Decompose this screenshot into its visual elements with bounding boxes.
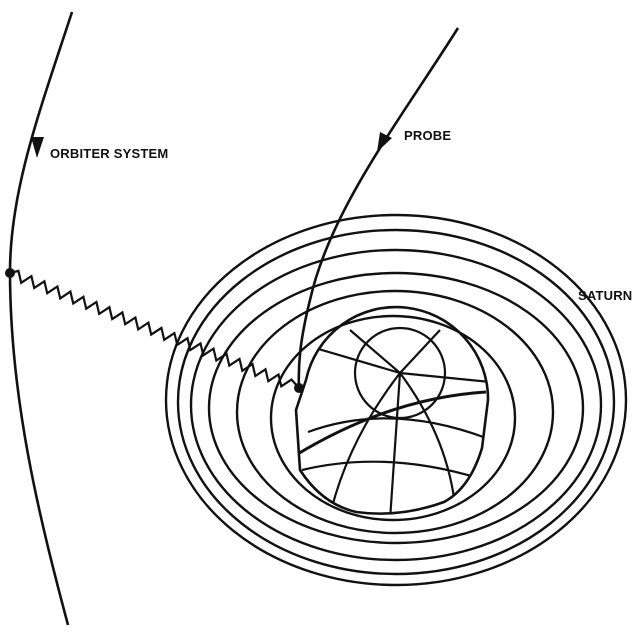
relay-link xyxy=(10,271,299,388)
orbiter-direction-arrow xyxy=(31,137,44,158)
probe-label: PROBE xyxy=(404,128,451,143)
meridian-4 xyxy=(330,373,400,515)
saturn-planet xyxy=(296,307,490,520)
equator-band xyxy=(296,392,486,455)
ring-1 xyxy=(166,215,626,585)
meridian-1 xyxy=(305,345,400,373)
meridian-3 xyxy=(390,373,400,520)
saturn-label: SATURN xyxy=(578,288,632,303)
latitude-line-2 xyxy=(302,462,478,478)
meridian-6 xyxy=(400,330,440,373)
meridian-5 xyxy=(400,373,456,515)
saturn-rings xyxy=(166,215,626,585)
orbiter-trajectory xyxy=(10,12,72,625)
ring-2 xyxy=(178,230,614,574)
orbiter-system-label: ORBITER SYSTEM xyxy=(50,146,168,161)
